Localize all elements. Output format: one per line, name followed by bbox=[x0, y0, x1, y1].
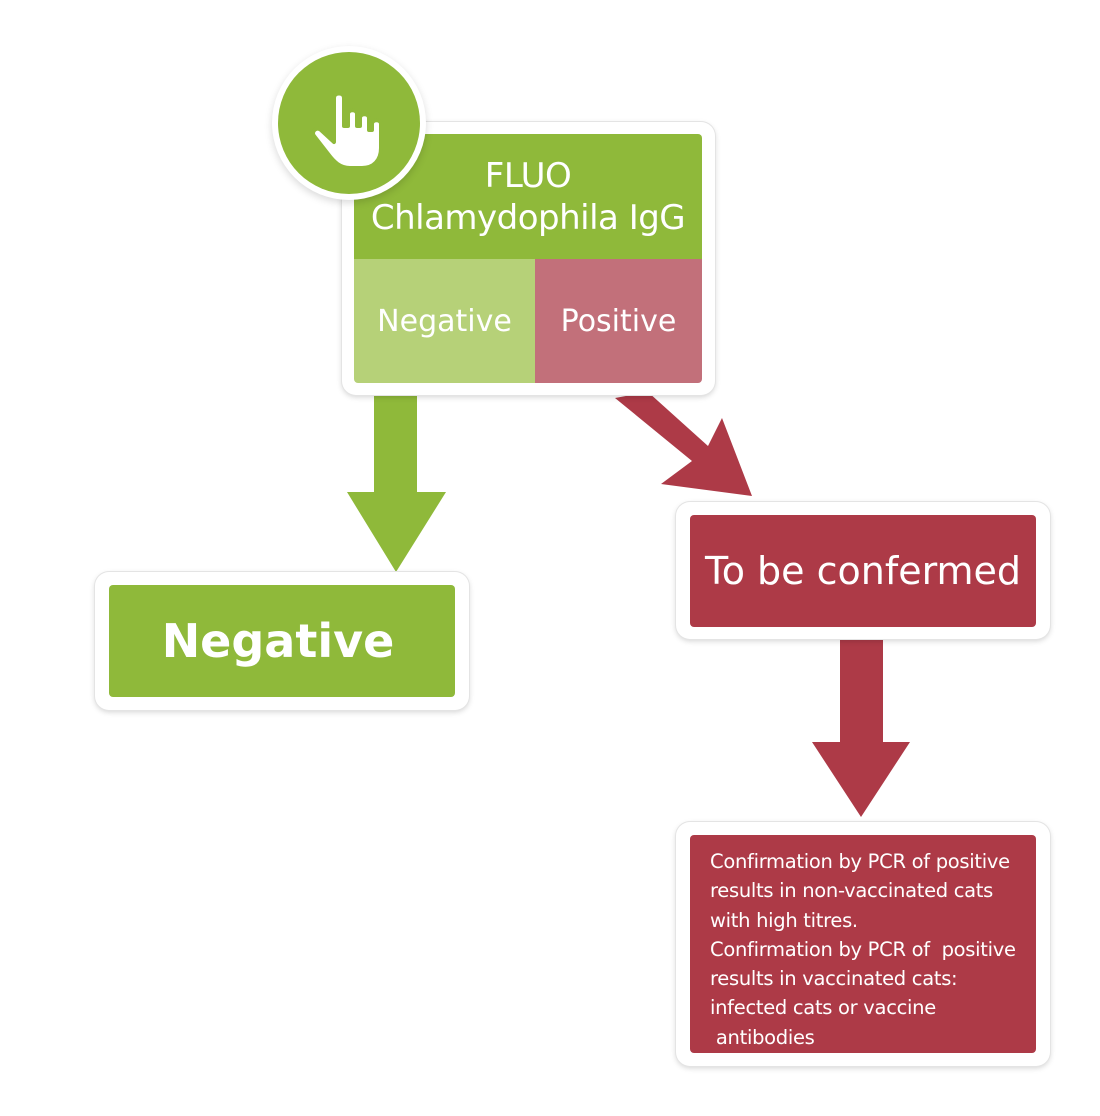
pointing-hand-icon bbox=[278, 52, 420, 194]
to-be-confirmed-card: To be confermed bbox=[676, 502, 1050, 639]
test-negative-cell: Negative bbox=[354, 259, 535, 383]
to-be-confirmed-label: To be confermed bbox=[690, 515, 1036, 627]
test-card: FLUO Chlamydophila IgG Negative Positive bbox=[342, 122, 715, 395]
confirmation-text: Confirmation by PCR of positive results … bbox=[690, 835, 1036, 1053]
confirmation-line: results in vaccinated cats: bbox=[710, 967, 958, 991]
confirmation-arrow bbox=[812, 640, 910, 817]
confirmation-line: Confirmation by PCR of positive bbox=[710, 850, 1010, 873]
confirmation-line: results in non-vaccinated cats bbox=[710, 879, 994, 903]
test-title-line2: Chlamydophila IgG bbox=[370, 197, 686, 238]
negative-result-card: Negative bbox=[95, 572, 469, 710]
confirmation-line: with high titres. bbox=[710, 908, 858, 932]
negative-result-label: Negative bbox=[109, 585, 455, 697]
confirmation-line: Confirmation by PCR of positive bbox=[710, 937, 1016, 961]
negative-arrow bbox=[347, 396, 446, 572]
confirmation-line: infected cats or vaccine bbox=[710, 996, 936, 1020]
test-title-line1: FLUO bbox=[484, 155, 572, 196]
positive-arrow bbox=[615, 392, 752, 496]
confirmation-card: Confirmation by PCR of positive results … bbox=[676, 822, 1050, 1066]
confirmation-line: antibodies bbox=[710, 1025, 815, 1049]
test-positive-cell: Positive bbox=[535, 259, 702, 383]
